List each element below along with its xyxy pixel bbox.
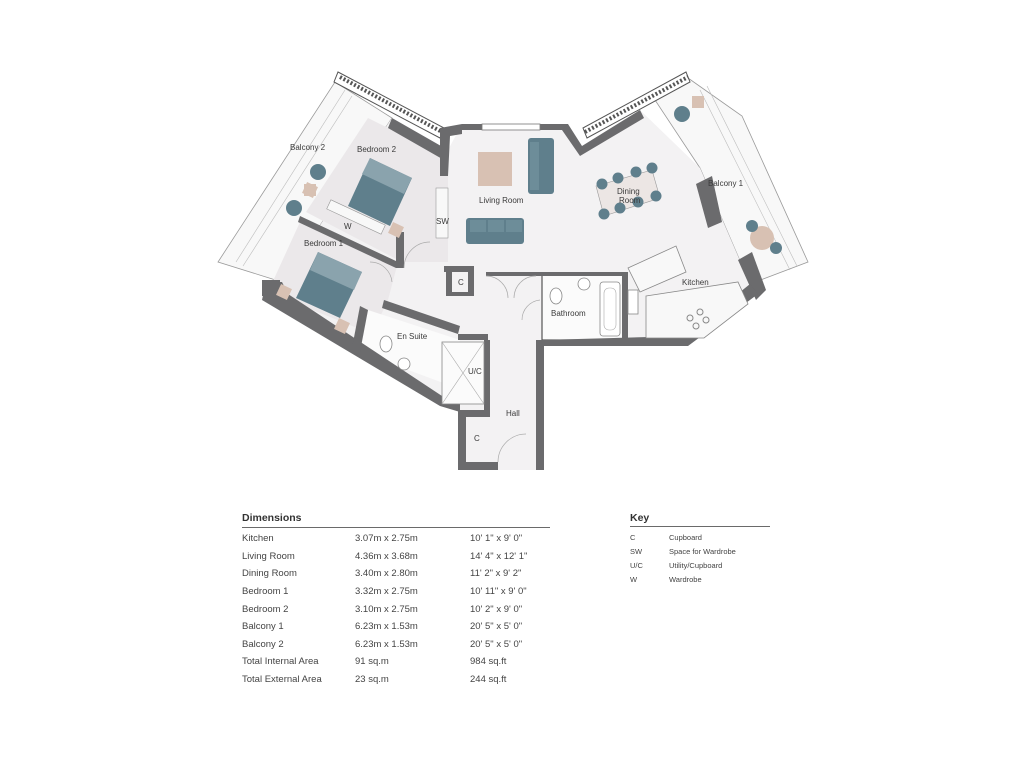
dimensions-row-cell: 10' 11" x 9' 0" <box>470 586 527 598</box>
balcony-furniture <box>286 96 782 254</box>
kitchen-units <box>627 245 749 339</box>
label-cupboard-2: C <box>474 434 480 443</box>
dimensions-row: Living Room 4.36m x 3.68m 14' 4" x 12' 1" <box>242 548 550 566</box>
dimensions-row-cell: 4.36m x 3.68m <box>355 550 418 562</box>
key-row: U/C Utility/Cupboard <box>630 558 736 572</box>
dimensions-row: Kitchen 3.07m x 2.75m 10' 1" x 9' 0" <box>242 530 550 548</box>
label-en-suite: En Suite <box>397 332 428 341</box>
dimensions-row: Balcony 1 6.23m x 1.53m 20' 5" x 5' 0" <box>242 618 550 636</box>
bathroom-fittings <box>379 277 621 371</box>
window-living <box>481 123 541 131</box>
label-balcony-2: Balcony 2 <box>290 143 326 152</box>
dimensions-title: Dimensions <box>242 512 550 528</box>
dimensions-row-cell: 6.23m x 1.53m <box>355 638 418 650</box>
dimensions-row-cell: 14' 4" x 12' 1" <box>470 550 528 562</box>
dimensions-row-cell: Balcony 2 <box>242 638 284 650</box>
dimensions-row: Bedroom 2 3.10m x 2.75m 10' 2" x 9' 0" <box>242 600 550 618</box>
dimensions-row: Total External Area 23 sq.m 244 sq.ft <box>242 671 550 689</box>
dimensions-row-cell: Dining Room <box>242 568 297 580</box>
dimensions-row-cell: 6.23m x 1.53m <box>355 621 418 633</box>
dimensions-row: Total Internal Area 91 sq.m 984 sq.ft <box>242 653 550 671</box>
dimensions-row-cell: 244 sq.ft <box>470 674 507 686</box>
dimensions-row-cell: 91 sq.m <box>355 656 389 668</box>
label-w: W <box>344 222 352 231</box>
dimensions-row-cell: Bedroom 1 <box>242 586 289 598</box>
label-balcony-1: Balcony 1 <box>708 179 744 188</box>
dimensions-row-cell: Living Room <box>242 550 295 562</box>
bedroom-2-furniture <box>302 158 449 239</box>
floor-plan: Balcony 2 Bedroom 2 SW W Bedroom 1 Livin… <box>217 71 809 470</box>
door-swings <box>369 241 541 463</box>
key-row-cell: C <box>630 532 636 542</box>
bedroom-1-furniture <box>276 199 386 334</box>
label-bedroom-2: Bedroom 2 <box>357 145 397 154</box>
dimensions-row-cell: Bedroom 2 <box>242 603 289 615</box>
dimensions-rows: Kitchen 3.07m x 2.75m 10' 1" x 9' 0" Living… <box>242 530 550 688</box>
key-row-cell: Wardrobe <box>669 574 702 584</box>
dimensions-row-cell: Balcony 1 <box>242 621 284 633</box>
dimensions-row-cell: 23 sq.m <box>355 674 389 686</box>
dimensions-row-cell: Total Internal Area <box>242 656 319 668</box>
dimensions-row-cell: 3.07m x 2.75m <box>355 533 418 545</box>
dimensions-table: Dimensions Kitchen 3.07m x 2.75m 10' 1" x … <box>242 512 550 688</box>
dimensions-row-cell: 3.32m x 2.75m <box>355 586 418 598</box>
key-row-cell: W <box>630 574 638 584</box>
dimensions-row: Balcony 2 6.23m x 1.53m 20' 5" x 5' 0" <box>242 636 550 654</box>
label-bedroom-1: Bedroom 1 <box>304 239 344 248</box>
label-kitchen: Kitchen <box>682 278 709 287</box>
key-row-cell: U/C <box>630 560 643 570</box>
label-uc: U/C <box>468 367 482 376</box>
label-hall: Hall <box>506 409 520 418</box>
key-row-cell: Cupboard <box>669 532 702 542</box>
dimensions-row: Bedroom 1 3.32m x 2.75m 10' 11" x 9' 0" <box>242 583 550 601</box>
dimensions-row: Dining Room 3.40m x 2.80m 11' 2" x 9' 2" <box>242 565 550 583</box>
dimensions-row-cell: 984 sq.ft <box>470 656 507 668</box>
label-living-room: Living Room <box>479 196 524 205</box>
dimensions-row-cell: 11' 2" x 9' 2" <box>470 568 522 580</box>
label-sw: SW <box>436 217 449 226</box>
dimensions-row-cell: 10' 2" x 9' 0" <box>470 603 523 615</box>
key-row-cell: SW <box>630 546 643 556</box>
label-dining-line2: Room <box>619 196 641 205</box>
label-bathroom: Bathroom <box>551 309 586 318</box>
railing-top-right <box>582 71 691 139</box>
dimensions-row-cell: 10' 1" x 9' 0" <box>470 533 523 545</box>
en-suite-floor <box>360 310 460 384</box>
dining-table <box>595 162 662 220</box>
key-row: W Wardrobe <box>630 572 736 586</box>
dimensions-row-cell: Total External Area <box>242 674 322 686</box>
balcony-2 <box>217 81 393 283</box>
label-dining-line1: Dining <box>617 187 640 196</box>
key-row: C Cupboard <box>630 530 736 544</box>
key-title: Key <box>630 512 770 527</box>
key-row: SW Space for Wardrobe <box>630 544 736 558</box>
utility-cupboard <box>441 341 485 405</box>
key-row-cell: Space for Wardrobe <box>669 546 736 556</box>
living-room-furniture <box>466 138 554 244</box>
key-row-cell: Utility/Cupboard <box>669 560 723 570</box>
dimensions-row-cell: 3.10m x 2.75m <box>355 603 418 615</box>
dimensions-row-cell: 20' 5" x 5' 0" <box>470 638 523 650</box>
label-cupboard-1: C <box>458 278 464 287</box>
dimensions-row-cell: 20' 5" x 5' 0" <box>470 621 523 633</box>
dimensions-row-cell: Kitchen <box>242 533 274 545</box>
dimensions-row-cell: 3.40m x 2.80m <box>355 568 418 580</box>
